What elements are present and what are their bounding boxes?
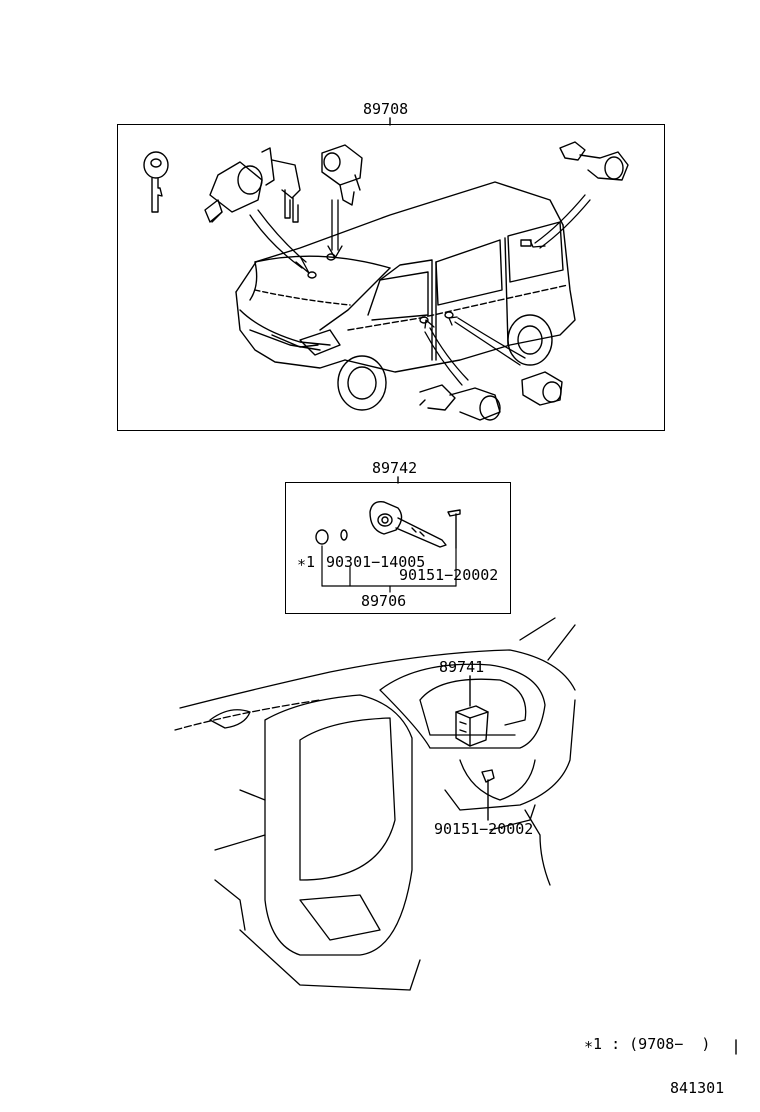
screw-icon: [447, 509, 461, 549]
van-illustration: [235, 181, 576, 411]
footnote-applicability: ∗1 : (9708− ): [584, 1035, 711, 1053]
part-number-89706: 89706: [361, 592, 407, 610]
part-number-89708: 89708: [363, 100, 409, 118]
cap-plate-icon: [315, 529, 329, 545]
door-cylinder-front-icon: [419, 384, 501, 421]
dashboard-illustration: [174, 617, 576, 991]
plate-icon: [340, 529, 348, 541]
key-set-leaders: [321, 545, 457, 593]
drawing-number: 841301: [670, 1079, 725, 1097]
dash-screw-icon: [481, 769, 495, 821]
backdoor-cylinder-icon: [559, 141, 629, 181]
ignition-cylinder-icon: [204, 147, 301, 223]
part-number-90151-20002-a: 90151−20002: [399, 566, 499, 584]
transponder-amplifier-icon: [455, 705, 489, 747]
key-icon: [143, 151, 169, 213]
note-mark-1: ∗1: [297, 553, 316, 571]
glovebox-cylinder-icon: [321, 144, 363, 206]
lock-set-frame: [117, 124, 665, 431]
part-number-89742: 89742: [372, 459, 418, 477]
transponder-key-icon: [369, 501, 447, 548]
pointer-arrows: [249, 194, 591, 386]
door-cylinder-slide-icon: [521, 371, 563, 406]
part-number-90301-14005: 90301−14005: [326, 553, 426, 571]
part-number-89741: 89741: [439, 658, 485, 676]
